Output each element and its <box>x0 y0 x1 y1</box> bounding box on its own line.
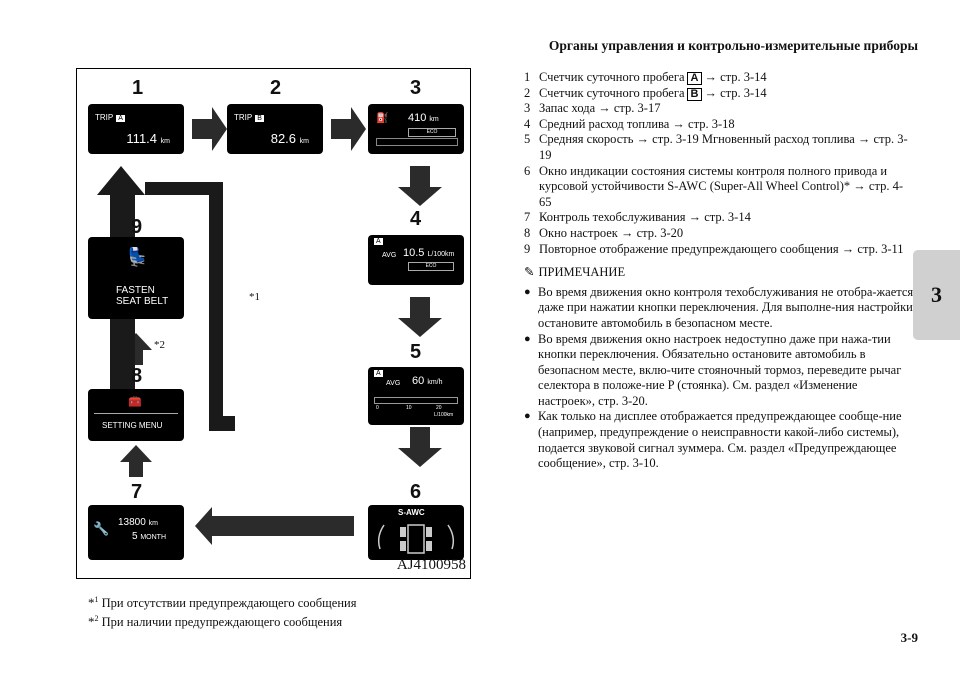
chapter-tab: 3 <box>913 250 960 340</box>
arrow-5-to-6 <box>398 427 442 467</box>
avg-speed-screen: A AVG 60 km/h 0 10 20 L/100km <box>368 367 464 425</box>
marker-1: *1 <box>249 291 260 303</box>
step-number-4: 4 <box>410 208 422 230</box>
step-number-9: 9 <box>131 216 143 238</box>
arrow-1-to-2 <box>192 107 227 151</box>
note-item: ●Во время движения окно настроек недосту… <box>524 331 902 408</box>
figure-code: AJ4100958 <box>396 557 466 573</box>
step-number-5: 5 <box>410 341 422 363</box>
seat-belt-icon: 💺 <box>126 247 149 267</box>
avg-fuel-screen: A AVG 10.5 L/100km ECO <box>368 235 464 285</box>
wrench-icon: 🔧 <box>93 521 110 536</box>
footnote-1: *1 При отсутствии предупреждающего сообщ… <box>88 595 357 611</box>
footnote-2: *2 При наличии предупреждающего сообщени… <box>88 614 343 630</box>
step-number-1: 1 <box>132 77 144 99</box>
step-number-8: 8 <box>131 365 143 387</box>
page-number: 3-9 <box>900 630 918 645</box>
step-number-2: 2 <box>270 77 282 99</box>
s-awc-screen: S-AWC <box>368 505 464 560</box>
arrow-2-to-3 <box>331 107 366 151</box>
step-number-7: 7 <box>131 481 143 503</box>
awd-car-icon <box>377 524 455 554</box>
note-heading: ✎ ПРИМЕЧАНИЕ <box>524 265 626 280</box>
toolbox-icon: 🧰 <box>128 396 142 408</box>
figure-footnotes: *1 При отсутствии предупреждающего сообщ… <box>88 592 356 630</box>
arrow-6-to-7 <box>195 507 354 545</box>
range-screen: ⛽ 410 km ECO <box>368 104 464 154</box>
arrow-4-to-5 <box>398 297 442 337</box>
note-item: ●Во время движения окно контроля техобсл… <box>524 284 914 330</box>
marker-2: *2 <box>154 339 165 351</box>
flow-arrows <box>97 107 442 545</box>
arrow-7-to-8 <box>120 445 152 477</box>
return-path-arrow <box>97 166 235 431</box>
arrow-3-to-4 <box>398 166 442 206</box>
note-item: ●Как только на дисплее отображается пред… <box>524 409 902 471</box>
step-number-6: 6 <box>410 481 422 503</box>
setting-menu-screen: 🧰 SETTING MENU <box>88 389 184 441</box>
note-pencil-icon: ✎ <box>524 265 535 280</box>
step-number-3: 3 <box>410 77 422 99</box>
arrow-8-to-9 <box>120 333 152 365</box>
page-header: Органы управления и контрольно-измерител… <box>548 38 918 53</box>
maintenance-screen: 🔧 13800 km 5 MONTH <box>88 505 184 560</box>
fuel-pump-icon: ⛽ <box>376 113 389 124</box>
